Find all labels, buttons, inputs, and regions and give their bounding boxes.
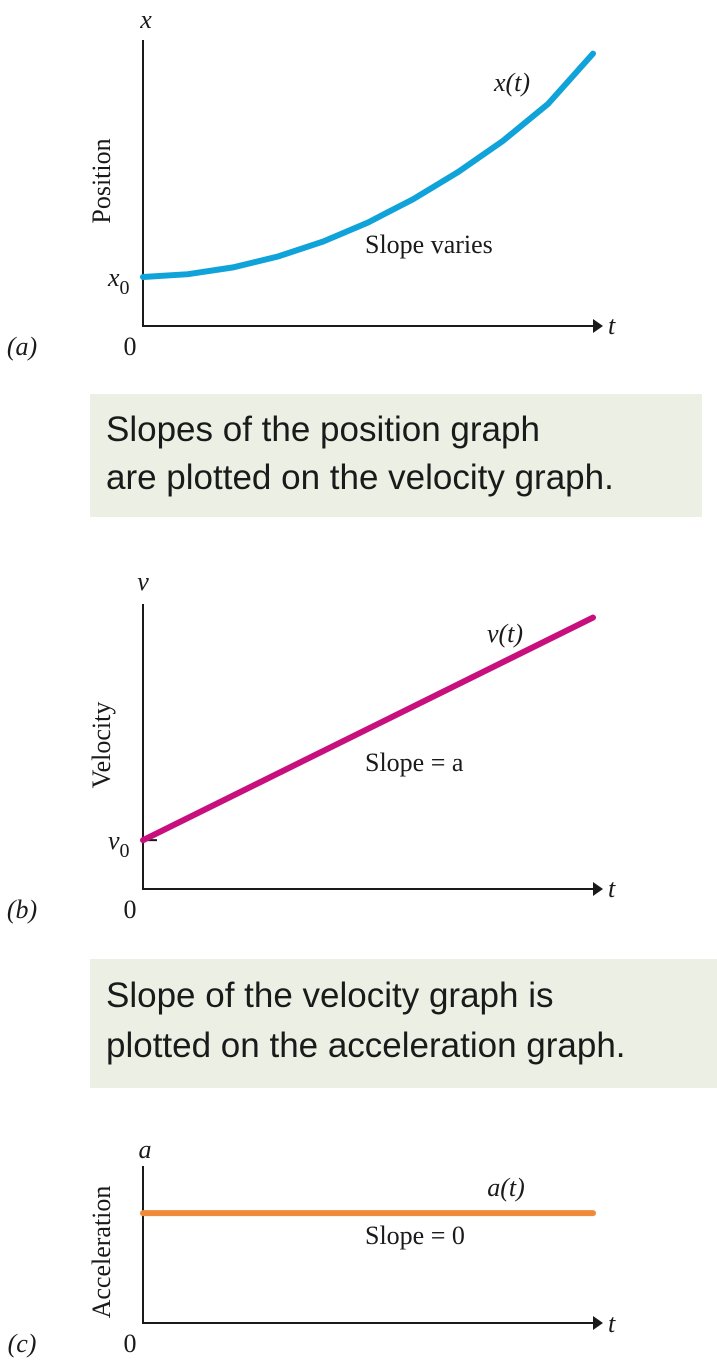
intercept-base: v bbox=[108, 826, 120, 855]
origin-label: 0 bbox=[124, 332, 137, 361]
panel-label: (a) bbox=[7, 332, 37, 361]
panel-velocity: v Velocity t 0 (b) v0 v(t) Slope = a bbox=[7, 567, 616, 924]
intercept-label: v0 bbox=[108, 826, 130, 862]
callout-line-2: plotted on the acceleration graph. bbox=[106, 1026, 626, 1065]
curve-label: a(t) bbox=[487, 1173, 525, 1202]
axes bbox=[142, 1166, 593, 1324]
series-line bbox=[140, 614, 596, 844]
origin-label: 0 bbox=[124, 1329, 137, 1358]
panel-position: x Position t 0 (a) x0 x(t) Slope varies bbox=[7, 5, 616, 361]
intercept-sub: 0 bbox=[120, 840, 130, 862]
x-axis-symbol: t bbox=[608, 1309, 616, 1338]
axes bbox=[142, 604, 593, 890]
y-axis-symbol: a bbox=[139, 1135, 152, 1164]
x-axis-symbol: t bbox=[608, 311, 616, 340]
x-axis-arrow bbox=[593, 1316, 603, 1330]
x-axis-symbol: t bbox=[608, 874, 616, 903]
callout-1: Slopes of the position graph are plotted… bbox=[90, 394, 702, 517]
x-axis-arrow bbox=[593, 319, 603, 333]
annotation: Slope = 0 bbox=[365, 1221, 465, 1250]
y-axis-label: Velocity bbox=[87, 702, 116, 789]
y-axis-label: Position bbox=[87, 138, 116, 223]
y-axis-symbol: v bbox=[137, 567, 149, 596]
callout-line-1: Slope of the velocity graph is bbox=[106, 976, 553, 1015]
callout-box bbox=[90, 394, 702, 517]
y-axis-label: Acceleration bbox=[87, 1186, 116, 1319]
panel-label: (c) bbox=[8, 1329, 37, 1358]
intercept-sub: 0 bbox=[120, 277, 130, 299]
origin-label: 0 bbox=[124, 895, 137, 924]
curve-label: v(t) bbox=[487, 619, 523, 648]
axes bbox=[142, 40, 593, 327]
panel-acceleration: a Acceleration t 0 (c) a(t) Slope = 0 bbox=[8, 1135, 616, 1358]
callout-line-2: are plotted on the velocity graph. bbox=[106, 458, 614, 497]
annotation: Slope varies bbox=[365, 230, 493, 259]
y-axis-symbol: x bbox=[139, 5, 152, 34]
callout-2: Slope of the velocity graph is plotted o… bbox=[90, 959, 717, 1088]
x-axis-arrow bbox=[593, 882, 603, 896]
annotation: Slope = a bbox=[365, 748, 464, 777]
intercept-base: x bbox=[107, 263, 120, 292]
intercept-label: x0 bbox=[107, 263, 130, 299]
curve-label: x(t) bbox=[493, 68, 530, 97]
callout-line-1: Slopes of the position graph bbox=[106, 410, 540, 449]
callout-box bbox=[90, 959, 717, 1088]
series-line bbox=[140, 50, 596, 280]
panel-label: (b) bbox=[7, 895, 37, 924]
